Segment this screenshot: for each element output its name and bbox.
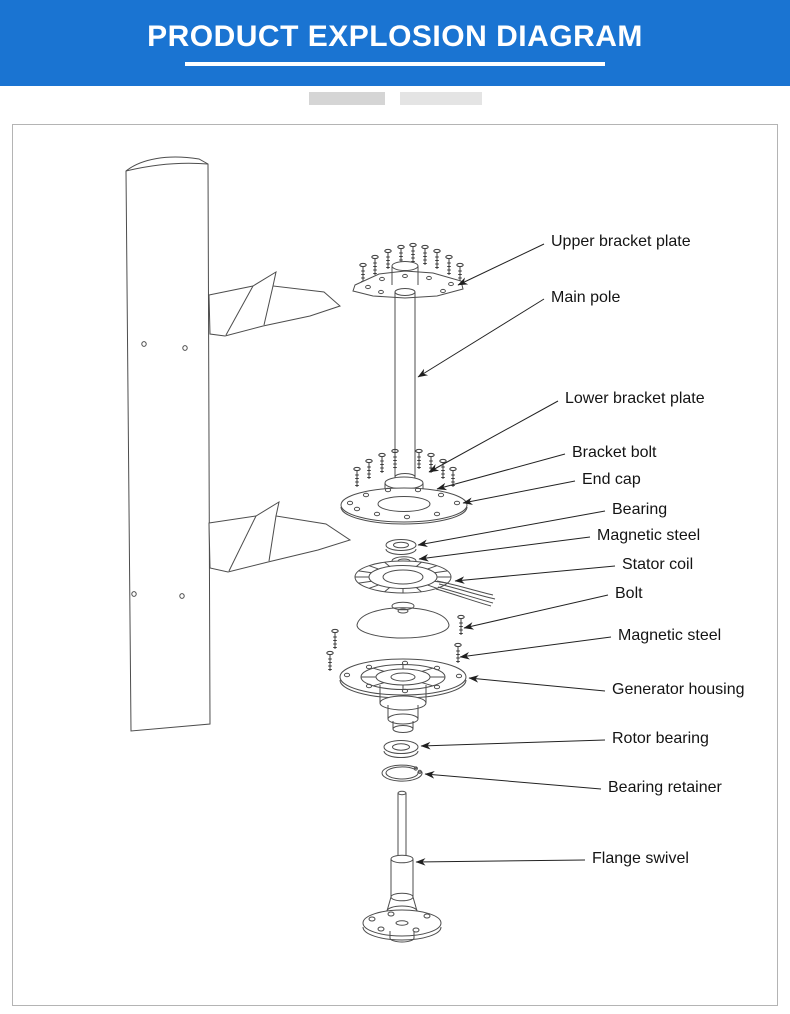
label-end-cap: End cap <box>582 471 641 488</box>
blade-arm-lower <box>208 500 352 573</box>
label-bracket-bolt: Bracket bolt <box>572 444 657 461</box>
leader-line <box>415 858 586 866</box>
leader-line <box>454 565 616 584</box>
leader-line <box>418 536 591 562</box>
leader-line <box>417 510 606 548</box>
decorative-bar <box>308 92 385 105</box>
rotor-bearing-part <box>383 740 419 758</box>
rotor-dome-part <box>356 601 450 639</box>
diagram-panel: Upper bracket plate Main pole Lower brac… <box>12 124 778 1006</box>
label-bearing: Bearing <box>612 501 668 518</box>
stator-wires <box>435 580 496 607</box>
leader-line <box>468 675 606 692</box>
label-magnetic-steel-upper: Magnetic steel <box>597 527 701 544</box>
flange-swivel-part <box>362 790 442 943</box>
decorative-bars <box>0 92 790 105</box>
title-underline <box>185 62 605 66</box>
leader-line <box>457 243 545 286</box>
leader-line <box>420 739 606 750</box>
label-rotor-bearing: Rotor bearing <box>612 730 709 747</box>
blade-arm-upper <box>208 270 341 337</box>
leader-line <box>463 594 609 630</box>
exploded-diagram <box>125 156 616 943</box>
bearing-part <box>385 539 417 555</box>
bearing-retainer-part <box>381 764 423 782</box>
leader-line <box>436 453 566 491</box>
header-banner: PRODUCT EXPLOSION DIAGRAM <box>0 0 790 86</box>
label-bearing-retainer: Bearing retainer <box>608 779 722 796</box>
leader-line <box>428 400 559 473</box>
blade <box>125 156 211 732</box>
generator-housing-part <box>339 658 467 733</box>
stator-coil-part <box>354 560 496 607</box>
label-main-pole: Main pole <box>551 289 621 306</box>
leader-line <box>462 480 576 505</box>
label-magnetic-steel-lower: Magnetic steel <box>618 627 722 644</box>
label-generator-housing: Generator housing <box>612 681 745 698</box>
label-flange-swivel: Flange swivel <box>592 850 689 867</box>
decorative-bar <box>399 92 482 105</box>
label-upper-bracket-plate: Upper bracket plate <box>551 233 691 250</box>
label-bolt: Bolt <box>615 585 643 602</box>
lower-bracket-plate-part <box>340 476 468 525</box>
leader-line <box>417 298 545 378</box>
label-stator-coil: Stator coil <box>622 556 694 573</box>
leader-lines <box>415 243 616 866</box>
leader-line <box>424 771 602 790</box>
label-lower-bracket-plate: Lower bracket plate <box>565 390 705 407</box>
upper-bracket-plate-part <box>352 261 464 299</box>
leader-line <box>459 636 612 660</box>
page-title: PRODUCT EXPLOSION DIAGRAM <box>147 20 643 53</box>
